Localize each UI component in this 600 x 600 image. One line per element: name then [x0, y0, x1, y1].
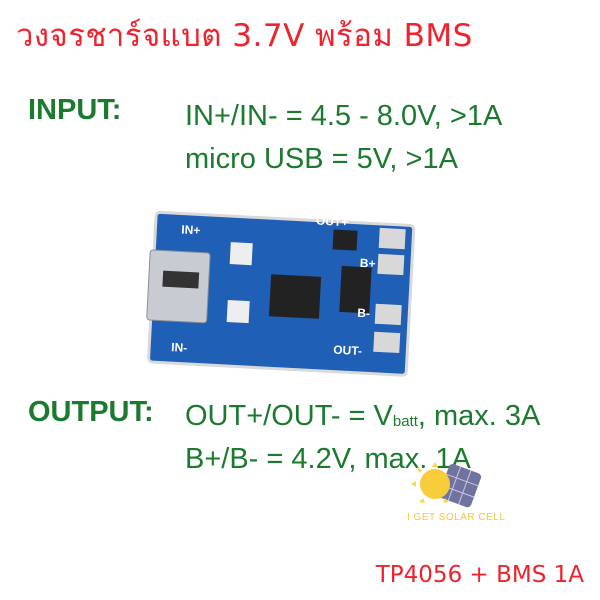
output-label: OUTPUT:: [28, 396, 154, 428]
pad-label-out-minus: OUT-: [333, 343, 362, 358]
bms-chip: [332, 229, 358, 251]
tp4056-board-image: IN+ IN- OUT+ OUT- B+ B-: [146, 210, 416, 377]
pad-label-b-minus: B-: [357, 306, 370, 321]
pad-label-out-plus: OUT+: [316, 214, 349, 230]
mosfet-chip: [339, 265, 372, 314]
pad-label-in-plus: IN+: [181, 222, 201, 237]
input-spec-usb: micro USB = 5V, >1A: [185, 143, 458, 175]
product-model: TP4056 + BMS 1A: [375, 562, 584, 588]
output-spec-out: OUT+/OUT- = Vbatt, max. 3A: [185, 400, 540, 433]
page-title: วงจรชาร์จแบต 3.7V พร้อม BMS: [16, 18, 473, 54]
output-spec-battery: B+/B- = 4.2V, max. 1A: [185, 443, 471, 475]
output-spec-prefix: OUT+/OUT- = V: [185, 400, 393, 432]
input-label: INPUT:: [28, 94, 122, 126]
output-spec-sub: batt: [392, 413, 418, 430]
logo-text: I GET SOLAR CELL: [407, 512, 506, 523]
input-spec-pins: IN+/IN- = 4.5 - 8.0V, >1A: [185, 100, 503, 132]
solar-logo-icon: [411, 462, 482, 508]
charger-chip: [268, 274, 322, 319]
pad-label-in-minus: IN-: [171, 340, 188, 355]
pad-label-b-plus: B+: [360, 256, 376, 271]
output-spec-suffix: , max. 3A: [417, 400, 541, 432]
